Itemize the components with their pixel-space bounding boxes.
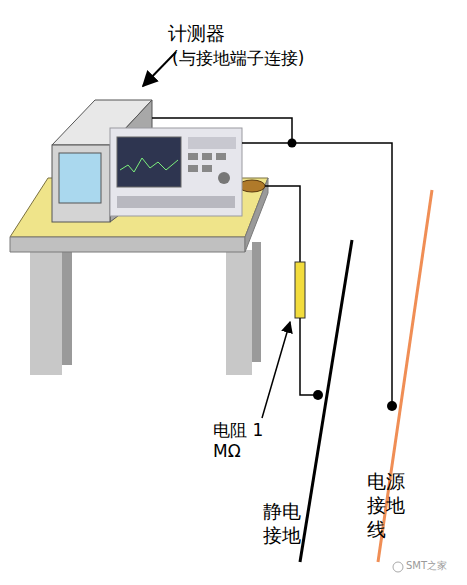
monitor-screen: [59, 153, 101, 203]
scope-panel: [188, 137, 236, 149]
ground-terminal: [239, 180, 265, 192]
junction-dot: [387, 401, 397, 411]
wire: [300, 318, 318, 395]
table-leg: [226, 250, 252, 375]
junction-dot: [288, 139, 297, 148]
table-leg: [30, 250, 62, 375]
scope-knob: [218, 172, 230, 184]
scope-button: [202, 165, 212, 172]
scope-button: [216, 153, 226, 160]
scope-screen: [117, 137, 181, 187]
scope-button: [188, 165, 198, 172]
resistor-symbol: [295, 262, 305, 318]
table-leg-side: [62, 250, 72, 365]
table-leg-side: [252, 242, 261, 362]
callout-note: (与接地端子连接): [172, 48, 372, 69]
scope-trace: [120, 158, 178, 172]
scope-body: [110, 128, 242, 216]
scope-bottom-panel: [117, 196, 235, 208]
scope-button: [202, 153, 212, 160]
table-edge: [10, 237, 245, 252]
junction-dot: [313, 390, 323, 400]
leader-arrow: [262, 322, 290, 418]
leader-arrow: [143, 52, 176, 86]
watermark: SMT之家: [406, 560, 467, 573]
wire: [265, 186, 300, 262]
ground-label: 电源 接地 线: [367, 470, 407, 541]
resistor-label: 电阻 1 MΩ: [213, 420, 275, 463]
scope-button: [188, 153, 198, 160]
oscilloscope: [110, 128, 242, 216]
wire: [152, 118, 292, 143]
monitor-front: [52, 145, 110, 222]
table-legs: [30, 242, 261, 375]
wire: [242, 143, 392, 406]
ground-label: 静电 接地: [263, 500, 303, 548]
watermark-icon: [393, 562, 403, 572]
static-ground-line: [300, 240, 352, 562]
callout-label: 计测器: [168, 22, 288, 46]
